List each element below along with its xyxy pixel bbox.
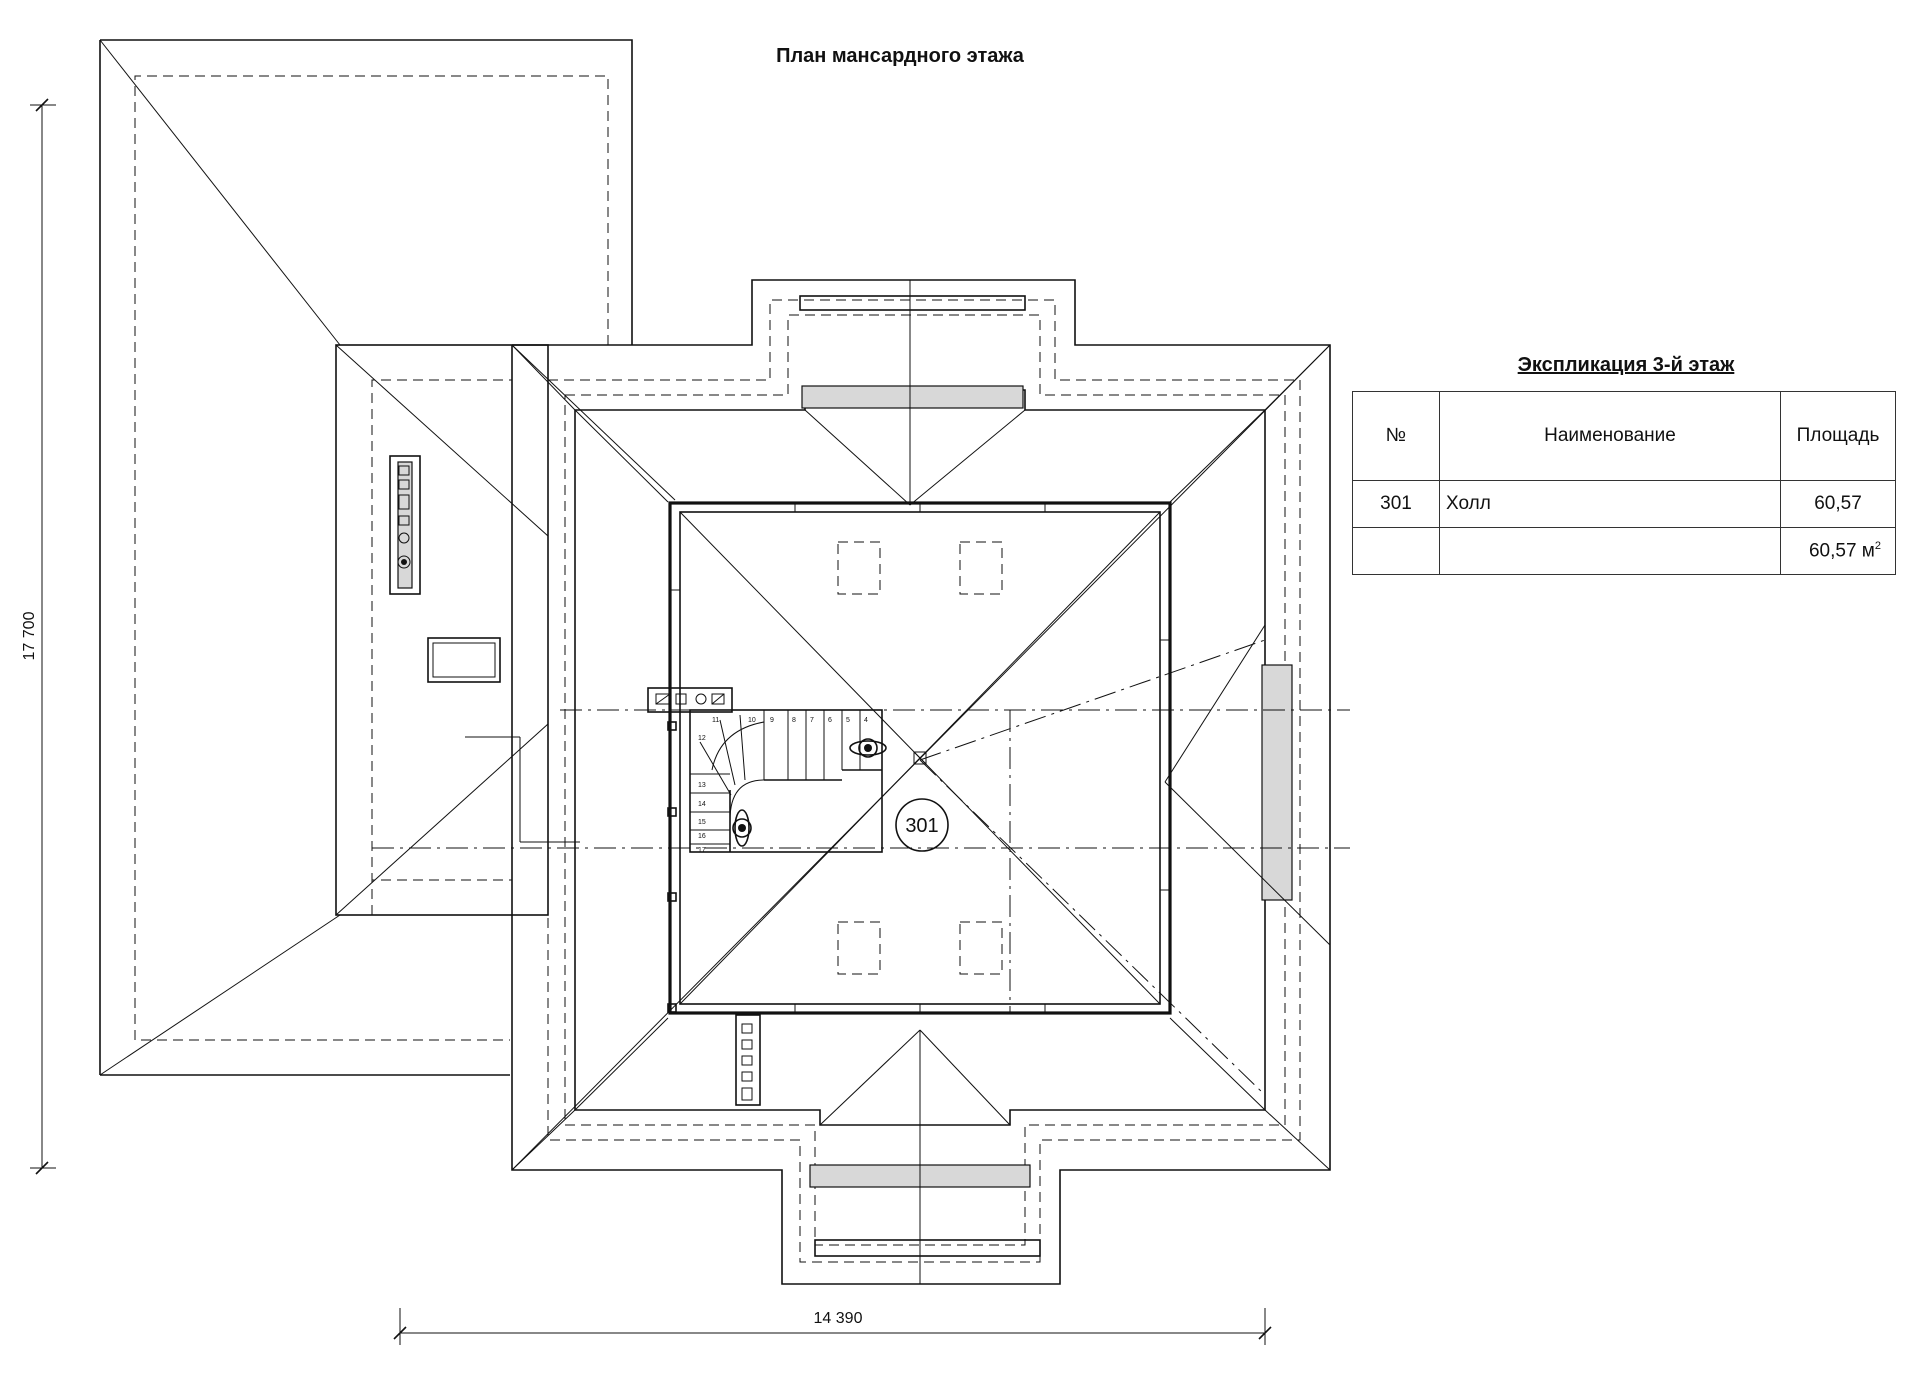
step-number: 5	[846, 717, 850, 724]
chimney-block-stair	[647, 687, 733, 713]
step-number: 7	[810, 717, 814, 724]
plan-title: План мансардного этажа	[776, 45, 1025, 67]
total-area-value: 60,57 м	[1808, 540, 1875, 562]
step-number: 15	[698, 819, 706, 826]
room-number: 301	[905, 815, 938, 837]
stair: 11 10 9 8 7 6 5 4 12 13 14 15 16 17	[689, 709, 883, 854]
chimney-block-south	[735, 1014, 761, 1106]
row-num: 301	[1352, 480, 1440, 528]
dimension-horizontal: 14 390	[393, 1308, 1272, 1345]
person-icon	[849, 738, 887, 758]
step-number: 13	[698, 782, 706, 789]
attic-walls	[668, 501, 1172, 1015]
row-area: 60,57	[1780, 480, 1896, 528]
table-total-row: 60,57 м2	[1352, 527, 1896, 575]
dimension-horizontal-label: 14 390	[814, 1310, 863, 1327]
middle-roof	[335, 344, 580, 916]
step-number: 8	[792, 717, 796, 724]
header-num: №	[1352, 391, 1440, 481]
left-roof	[99, 39, 633, 1076]
posts	[667, 721, 677, 1013]
explication-panel: Экспликация 3-й этаж № Наименование Площ…	[1352, 354, 1900, 575]
header-area: Площадь	[1780, 391, 1896, 481]
total-area: 60,57 м2	[1780, 527, 1896, 575]
step-number: 11	[712, 717, 719, 724]
step-number: 12	[698, 735, 706, 742]
explication-title: Экспликация 3-й этаж	[1517, 354, 1735, 376]
total-num-empty	[1352, 527, 1440, 575]
axis-lines	[372, 639, 1350, 1096]
dimension-vertical-label: 17 700	[21, 611, 38, 660]
table-header-row: № Наименование Площадь	[1352, 391, 1896, 481]
person-icon	[732, 809, 752, 847]
total-name-empty	[1439, 527, 1781, 575]
explication-table: № Наименование Площадь 301 Холл 60,57 60…	[1352, 391, 1896, 575]
step-number: 14	[698, 801, 706, 808]
step-number: 4	[864, 717, 868, 724]
chimney-block-left	[389, 455, 421, 595]
roof-window-left	[427, 637, 501, 683]
step-number: 16	[698, 833, 706, 840]
step-number: 10	[748, 717, 756, 724]
table-row: 301 Холл 60,57	[1352, 480, 1896, 528]
total-area-unit-sup: 2	[1874, 539, 1881, 552]
room-marker: 301	[895, 798, 949, 852]
ceiling-openings	[837, 541, 1003, 975]
step-number: 9	[770, 717, 774, 724]
step-number: 6	[828, 717, 832, 724]
main-roof	[511, 279, 1331, 1285]
step-number: 17	[698, 847, 706, 854]
row-name: Холл	[1439, 480, 1781, 528]
dimension-vertical: 17 700	[21, 98, 56, 1175]
header-name: Наименование	[1439, 391, 1781, 481]
